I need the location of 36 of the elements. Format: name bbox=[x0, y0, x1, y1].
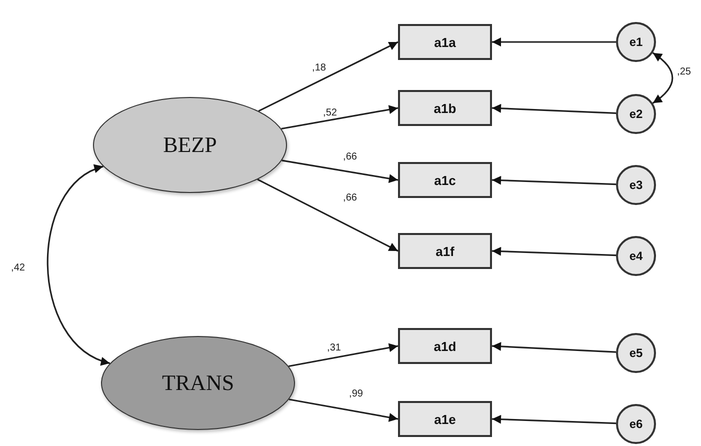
path-arrow bbox=[492, 342, 616, 353]
observed-variable-box: a1a bbox=[398, 24, 492, 60]
path-arrow bbox=[492, 176, 616, 186]
observed-variable-box: a1f bbox=[398, 233, 492, 269]
latent-variable-ellipse: BEZP bbox=[93, 97, 287, 193]
path-arrow bbox=[492, 246, 616, 256]
path-arrow bbox=[257, 178, 398, 252]
edge-label: ,66 bbox=[343, 152, 357, 162]
path-arrow bbox=[288, 398, 398, 422]
covariance-arrow bbox=[652, 52, 674, 104]
edge-label: ,66 bbox=[343, 192, 357, 204]
latent-variable-ellipse: TRANS bbox=[101, 336, 295, 430]
edge-label: ,42 bbox=[11, 262, 25, 274]
observed-variable-box: a1d bbox=[398, 328, 492, 364]
edge-label: ,25 bbox=[677, 66, 691, 78]
path-arrow bbox=[281, 105, 398, 130]
edge-label: ,52 bbox=[323, 108, 337, 118]
error-term-circle: e6 bbox=[616, 404, 656, 444]
path-arrow bbox=[282, 160, 398, 183]
path-arrow bbox=[492, 414, 616, 424]
edge-label: ,31 bbox=[327, 342, 341, 354]
observed-variable-box: a1e bbox=[398, 401, 492, 437]
error-term-circle: e4 bbox=[616, 236, 656, 276]
covariance-arrow bbox=[46, 166, 110, 364]
error-term-circle: e1 bbox=[616, 22, 656, 62]
path-arrow bbox=[492, 38, 616, 46]
path-arrow bbox=[258, 41, 398, 112]
error-term-circle: e2 bbox=[616, 94, 656, 134]
path-arrow bbox=[288, 343, 398, 368]
edge-label: ,99 bbox=[349, 388, 363, 400]
edge-label: ,18 bbox=[312, 62, 326, 74]
observed-variable-box: a1c bbox=[398, 162, 492, 198]
error-term-circle: e5 bbox=[616, 333, 656, 373]
observed-variable-box: a1b bbox=[398, 90, 492, 126]
path-arrow bbox=[492, 104, 616, 114]
error-term-circle: e3 bbox=[616, 165, 656, 205]
